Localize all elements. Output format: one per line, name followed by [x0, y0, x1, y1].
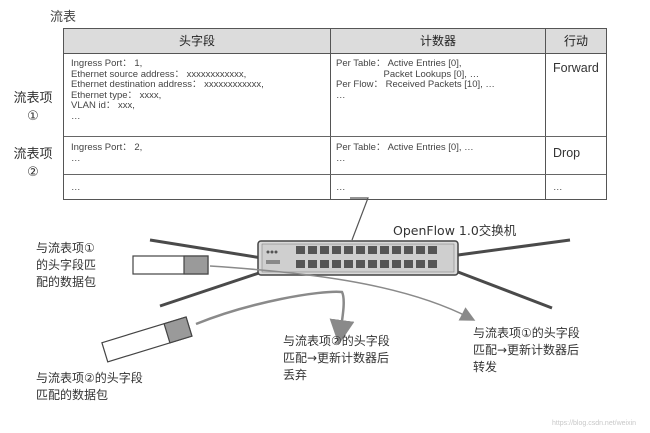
flow-entry-1-label: 流表项 ① [8, 90, 58, 126]
packet-1-label: 与流表项① 的头字段匹 配的数据包 [36, 241, 97, 289]
row1-header-fields: Ingress Port： 1, Ethernet source address… [71, 58, 264, 122]
row3-action: … [553, 182, 563, 193]
flow-entry-2-label-number: ② [27, 165, 39, 180]
flow-entry-2-label: 流表项 ② [8, 146, 58, 182]
packet-1-icon [132, 255, 209, 275]
header-fields-column-header: 头字段 [64, 29, 330, 54]
network-link [457, 270, 553, 310]
network-link [457, 238, 571, 257]
drop-action-label: 与流表项②的头字段 匹配→更新计数器后 丢弃 [283, 334, 390, 382]
row-divider [64, 136, 606, 137]
row1-counters: Per Table： Active Entries [0], Packet Lo… [336, 58, 495, 101]
column-divider [330, 29, 331, 199]
counters-column-header: 计数器 [331, 29, 545, 54]
row3-header-fields: … [71, 182, 81, 193]
flow-entry-2-label-text: 流表项 [13, 147, 53, 162]
watermark: https://blog.csdn.net/weixin [552, 420, 637, 427]
packet-2-label: 与流表项②的头字段 匹配的数据包 [36, 371, 143, 402]
drop-path-arrow [195, 290, 355, 345]
row1-action: Forward [553, 61, 599, 75]
flow-entry-1-label-number: ① [27, 109, 39, 124]
switch-callout-outline [350, 197, 369, 241]
row2-action: Drop [553, 146, 581, 160]
column-divider [545, 29, 546, 199]
network-link [159, 270, 263, 308]
actions-column-header: 行动 [546, 29, 606, 54]
row3-counters: … [336, 182, 346, 193]
forward-path-arrow [209, 265, 476, 321]
forward-action-label: 与流表项①的头字段 匹配→更新计数器后 转发 [473, 326, 580, 374]
flow-table: 头字段 计数器 行动 Ingress Port： 1, Ethernet sou… [63, 28, 607, 200]
switch-label: OpenFlow 1.0交换机 [393, 223, 517, 238]
flow-entry-1-label-text: 流表项 [13, 91, 53, 106]
row2-counters: Per Table： Active Entries [0], … … [336, 142, 474, 164]
row-divider [64, 174, 606, 175]
table-title: 流表 [50, 10, 77, 25]
row2-header-fields: Ingress Port： 2, … [71, 142, 143, 164]
openflow-switch-icon [257, 240, 459, 276]
packet-2-icon [101, 316, 193, 363]
network-link [149, 238, 263, 260]
